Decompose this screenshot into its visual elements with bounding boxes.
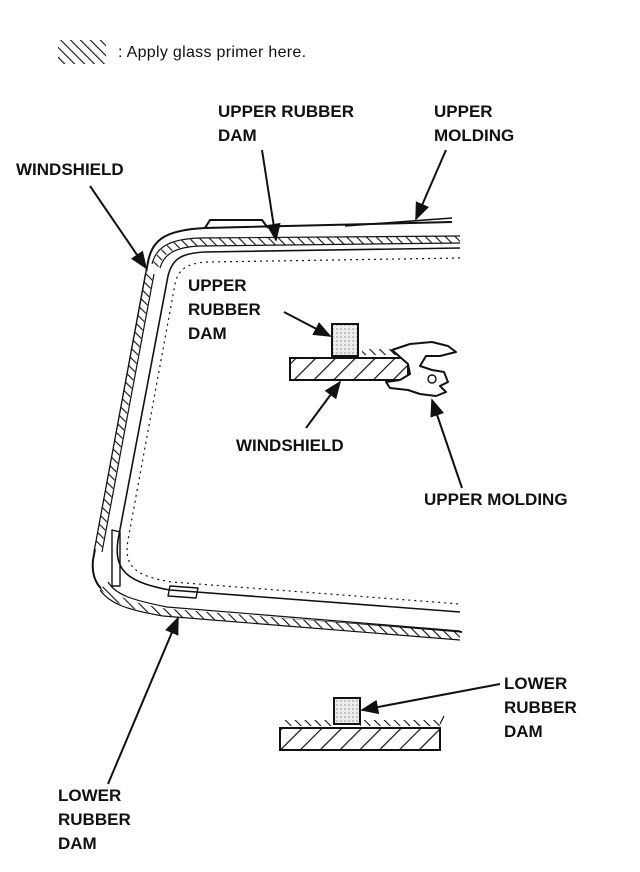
label-upper-rubber-dam-detail: UPPER RUBBER DAM bbox=[188, 276, 261, 343]
legend-text: Apply glass primer here. bbox=[126, 44, 307, 61]
arrow-upper-rubber-dam-top bbox=[261, 149, 281, 242]
label-upper-molding-detail: UPPER MOLDING bbox=[424, 490, 568, 509]
label-windshield-left: WINDSHIELD bbox=[16, 160, 124, 179]
arrow-upper-molding-top bbox=[415, 149, 447, 221]
upper-rubber-dam-square bbox=[331, 323, 359, 357]
legend-caption: : Apply glass primer here. bbox=[118, 44, 306, 62]
lower-detail-section bbox=[279, 697, 445, 751]
arrow-windshield-detail bbox=[305, 380, 342, 429]
lower-rubber-dam-square bbox=[333, 697, 361, 725]
label-upper-molding-top: UPPER MOLDING bbox=[434, 102, 515, 145]
label-windshield-detail: WINDSHIELD bbox=[236, 436, 344, 455]
windshield-outline bbox=[91, 217, 463, 641]
arrow-upper-molding-detail bbox=[430, 398, 463, 489]
arrow-lower-rubber-dam-detail bbox=[360, 683, 501, 715]
leader-arrows bbox=[89, 149, 501, 785]
arrow-upper-rubber-dam-detail bbox=[283, 311, 332, 337]
label-lower-rubber-dam-detail: LOWER RUBBER DAM bbox=[504, 674, 577, 741]
upper-detail-glass bbox=[289, 357, 409, 381]
label-lower-rubber-dam-bottom: LOWER RUBBER DAM bbox=[58, 786, 131, 853]
upper-molding-profile bbox=[385, 341, 457, 397]
legend-separator: : bbox=[118, 44, 123, 61]
arrow-lower-rubber-dam-bottom bbox=[107, 616, 179, 785]
legend-hatch-swatch bbox=[58, 40, 106, 64]
upper-detail-section bbox=[289, 323, 457, 397]
label-upper-rubber-dam-top: UPPER RUBBER DAM bbox=[218, 102, 355, 145]
lower-detail-glass bbox=[279, 727, 441, 751]
arrow-windshield-left bbox=[89, 185, 148, 270]
